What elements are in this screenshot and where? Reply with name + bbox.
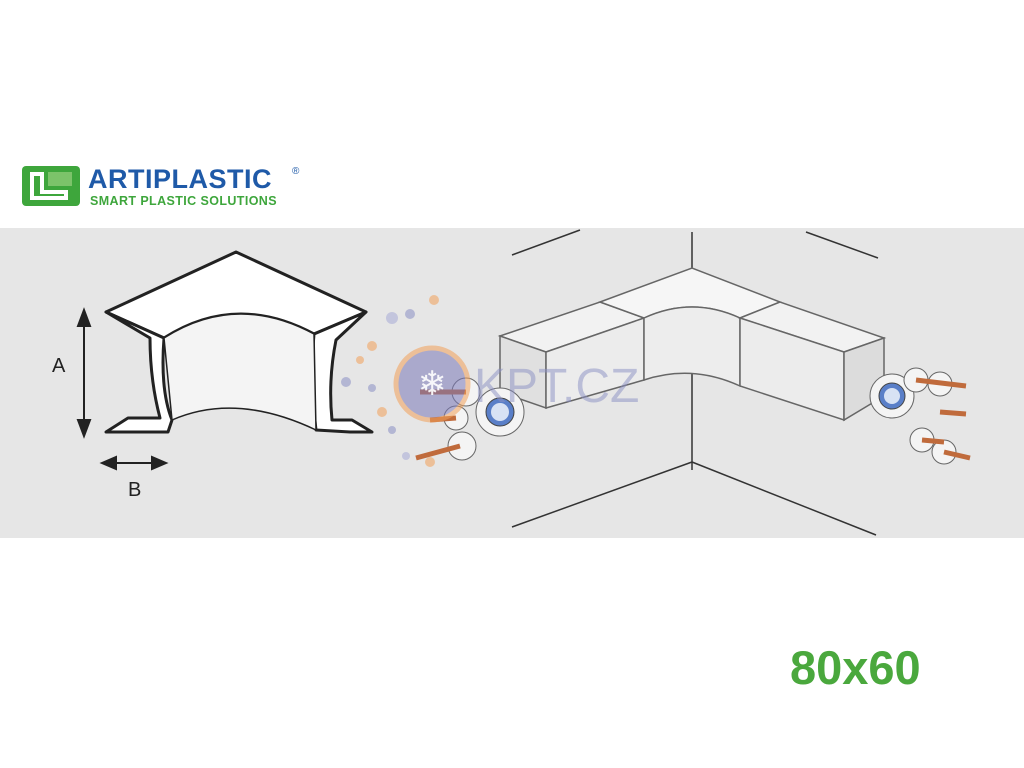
dimension-a-arrow [76,307,92,439]
pipes-right [869,367,971,465]
dimension-b-label: B [128,479,141,501]
dimension-b-arrow [99,455,169,471]
size-label: 80x60 [790,641,921,694]
snowflake-icon: ❄ [418,364,447,404]
brand-tagline: SMART PLASTIC SOLUTIONS [90,194,277,208]
registered-mark: ® [292,166,300,177]
product-diagram: A B [52,229,971,536]
brand-name: ARTIPLASTIC [88,164,272,194]
kpt-watermark [341,295,471,467]
watermark-text: KPT.CZ [474,360,639,413]
duct-assembly [497,267,887,422]
artiplastic-logo: ARTIPLASTIC ® SMART PLASTIC SOLUTIONS [22,164,312,212]
artiplastic-logo-mark-icon [22,166,80,206]
dimension-a-label: A [52,355,66,377]
inner-corner-cover-drawing [104,250,374,434]
